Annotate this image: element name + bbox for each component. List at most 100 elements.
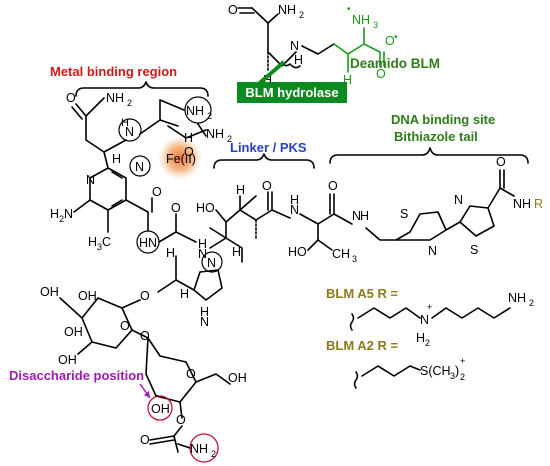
atom-hn: HN xyxy=(139,236,157,250)
atom-sub: 3 xyxy=(450,371,455,381)
atom-oh: OH xyxy=(228,371,247,385)
atom-h-nh: H xyxy=(294,53,303,67)
coord-nh2-circle xyxy=(184,96,212,124)
atom-o: O xyxy=(328,179,338,193)
label-disaccharide-position: Disaccharide position xyxy=(9,368,144,383)
atom-n: N xyxy=(290,203,299,217)
metal-binding-core: Fe(II) O NH 2 H N H NH 2 H NH 2 O N N H … xyxy=(50,91,232,260)
atom-sub: 2 xyxy=(211,449,216,459)
atom-h2n: H xyxy=(50,207,59,221)
imidazole-n-circle xyxy=(201,251,223,273)
atom-h: H xyxy=(263,73,272,87)
atom-sub: 2 xyxy=(207,111,212,121)
atom-fe-ii: Fe(II) xyxy=(166,152,196,166)
atom-sub: 2 xyxy=(127,98,132,108)
atom-oh-highlight: OH xyxy=(151,402,170,416)
atom-ho: HO xyxy=(196,201,215,215)
atom-h: H xyxy=(360,209,369,223)
atom-h2n-n: N xyxy=(64,207,73,221)
atom-n: N xyxy=(125,125,134,139)
atom-nh2: NH xyxy=(508,291,526,305)
brace-dna xyxy=(329,147,529,164)
atom-n: N xyxy=(207,256,216,270)
label-dna-binding: DNA binding site xyxy=(391,112,495,127)
atom-sub: 2 xyxy=(425,338,430,348)
atom-nh2: NH xyxy=(206,127,224,141)
atom-h: H xyxy=(180,287,189,301)
atom-h3c: H xyxy=(88,235,97,249)
brace-metal xyxy=(75,81,209,97)
atom-sub: 3 xyxy=(97,242,102,252)
atom-sub: 3 xyxy=(352,254,357,264)
atom-n-plus: N xyxy=(420,313,429,327)
deamido-fragment: O NH 2 H H N NH 3 • H O O • Deamido BLM xyxy=(228,3,440,87)
atom-n: N xyxy=(428,244,437,258)
metal-center-glow xyxy=(158,136,202,180)
coord-n-circle xyxy=(118,118,142,142)
oh-highlight-circle xyxy=(147,395,173,421)
atom-o: O xyxy=(496,155,506,169)
disaccharide: O OH OH OH OH O O OH O O OH NH 2 Disacch… xyxy=(9,285,247,463)
atom-o-green: O xyxy=(376,67,386,81)
atom-plus: + xyxy=(427,302,432,312)
atom-paren: ) xyxy=(455,364,459,378)
label-linker-pks: Linker / PKS xyxy=(230,140,307,155)
bithiazole-tail: S N N S O NH R xyxy=(395,155,543,258)
atom-h: H xyxy=(198,237,207,251)
atom-sub: 3 xyxy=(373,20,378,30)
atom-nh3: NH xyxy=(352,13,370,27)
atom-sub: 2 xyxy=(59,214,64,224)
atom-h-green: H xyxy=(343,73,352,87)
atom-dot: • xyxy=(394,32,398,43)
linker-segment: H N HO H O H N H O HO CH 3 N H xyxy=(196,179,397,264)
atom-h: H xyxy=(200,305,209,319)
atom-n: N xyxy=(200,315,209,329)
atom-oh: OH xyxy=(58,353,77,367)
atom-nh2: NH xyxy=(186,104,204,118)
atom-s: S xyxy=(400,207,408,221)
atom-o-minus: O xyxy=(385,34,395,48)
atom-oh: OH xyxy=(64,325,83,339)
atom-h: H xyxy=(166,246,175,260)
atom-h: H xyxy=(112,152,121,166)
r-group-a5: BLM A5 R = N + H 2 NH 2 xyxy=(326,286,534,348)
atom-o: O xyxy=(176,413,186,427)
pyrimidine-n-circle xyxy=(129,155,151,177)
atom-s: S xyxy=(470,243,478,257)
label-blm-a5: BLM A5 R = xyxy=(326,286,399,301)
atom-h: H xyxy=(184,131,193,145)
atom-o: O xyxy=(140,329,150,343)
r-group-a2: BLM A2 R = S(CH 3 ) 2 + xyxy=(326,338,465,389)
atom-o: O xyxy=(186,367,196,381)
atom-oh: OH xyxy=(78,289,97,303)
atom-nh2: NH xyxy=(106,91,124,105)
atom-o: O xyxy=(228,3,238,17)
label-deamido-blm: Deamido BLM xyxy=(350,56,440,71)
atom-h: H xyxy=(236,183,245,197)
atom-o: O xyxy=(140,289,150,303)
atom-ho: HO xyxy=(288,245,307,259)
label-blm-a2: BLM A2 R = xyxy=(326,338,399,353)
atom-o: O xyxy=(66,91,76,105)
atom-sub: 2 xyxy=(529,298,534,308)
label-blm-hydrolase: BLM hydrolase xyxy=(245,85,338,100)
atom-r: R xyxy=(534,197,543,211)
atom-nh2: NH xyxy=(278,3,296,17)
atom-h2: H xyxy=(416,331,425,345)
imidazole-linkage: O H N H N xyxy=(140,251,223,329)
atom-n: N xyxy=(135,160,144,174)
atom-n: N xyxy=(454,193,463,207)
atom-o: O xyxy=(262,179,272,193)
atom-o: O xyxy=(152,185,162,199)
atom-ch3: CH xyxy=(332,247,350,261)
atom-sub: 2 xyxy=(460,372,465,382)
atom-nh2: NH xyxy=(190,442,208,456)
atom-h: H xyxy=(232,245,241,259)
atom-n: N xyxy=(290,39,299,53)
atom-o: O xyxy=(184,145,194,159)
atom-plus: + xyxy=(460,356,465,366)
label-metal-binding: Metal binding region xyxy=(50,64,177,79)
atom-o: O xyxy=(120,319,130,333)
brace-linker xyxy=(213,153,315,169)
